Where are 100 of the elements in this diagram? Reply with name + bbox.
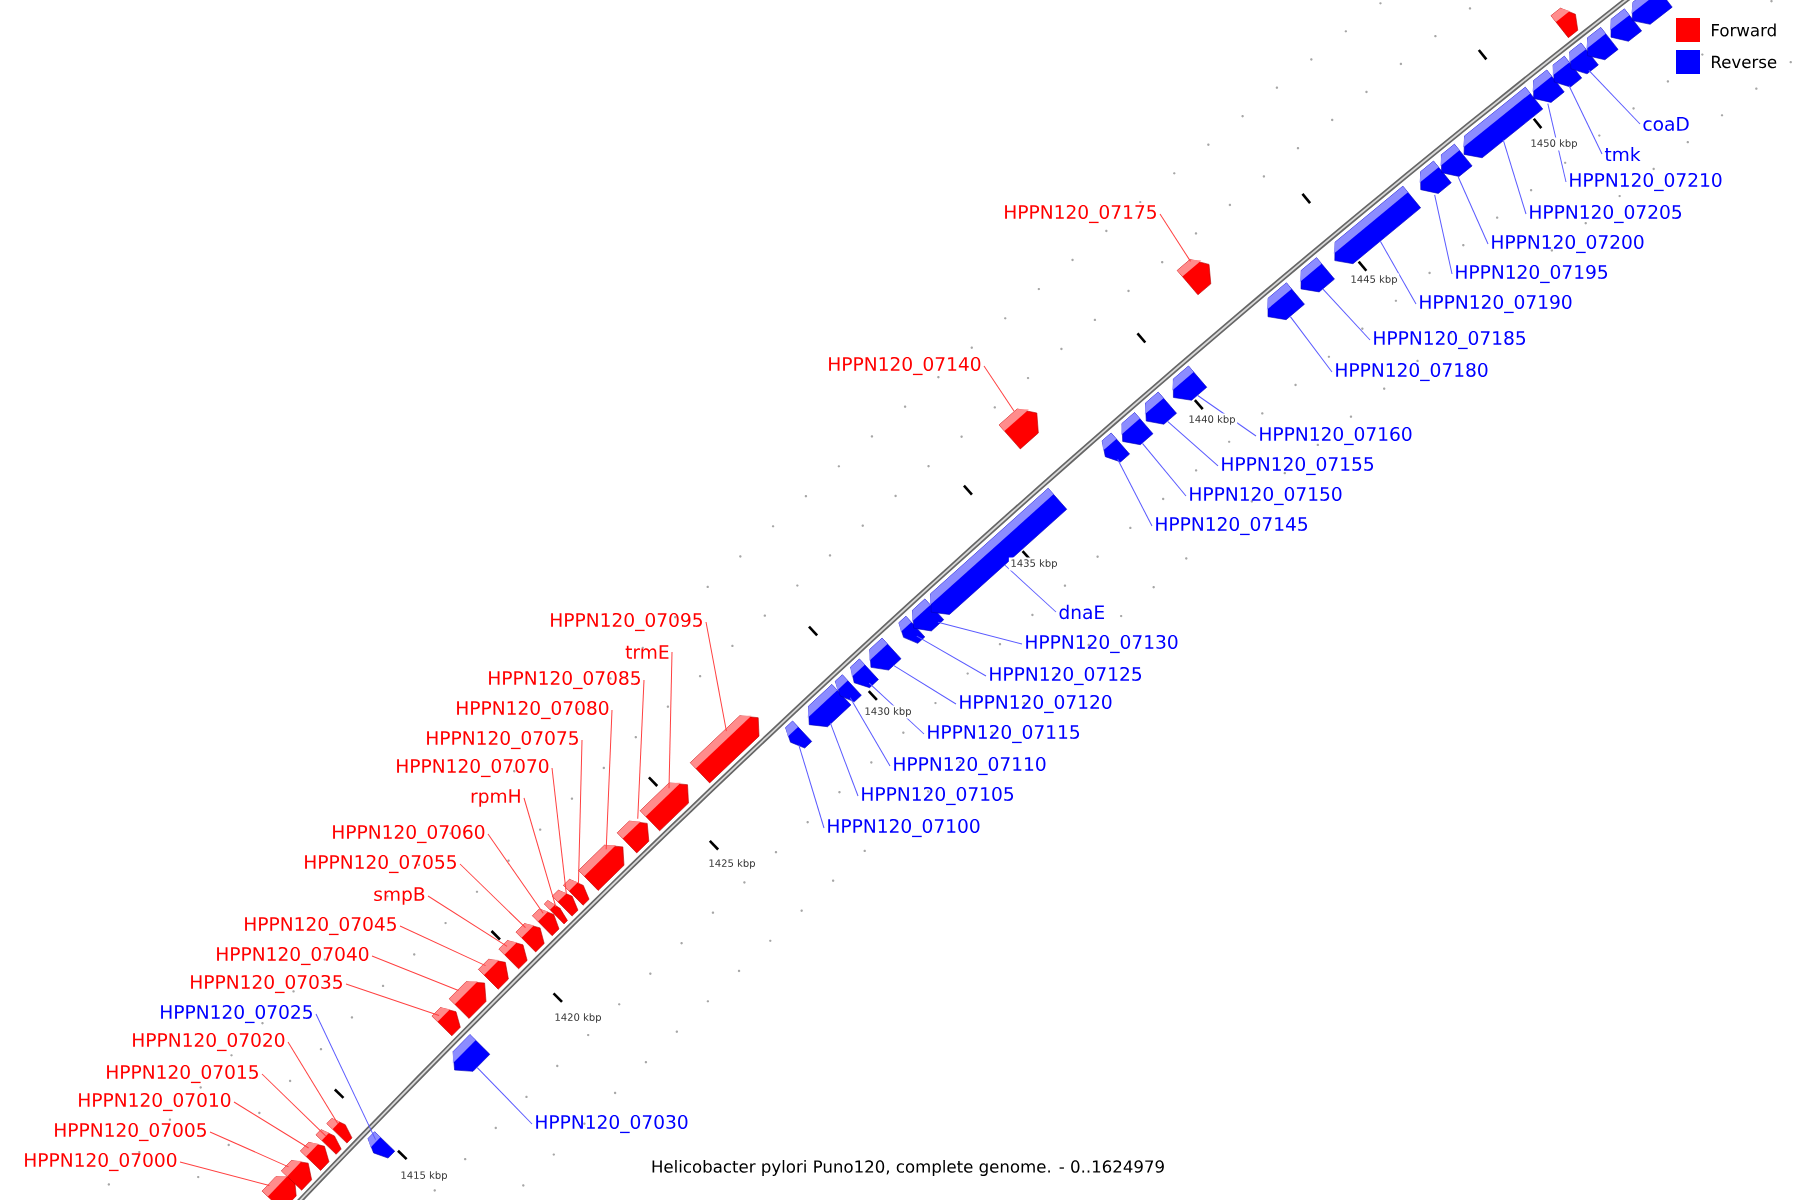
leader-line	[983, 365, 1015, 412]
leader-line	[798, 744, 825, 829]
gene-label: HPPN120_07055	[305, 854, 456, 874]
leader-line	[487, 833, 544, 914]
gene-block	[1144, 391, 1177, 425]
leader-line	[233, 1101, 310, 1149]
gene-block	[431, 1007, 461, 1037]
gene-label: HPPN120_07155	[1222, 456, 1374, 476]
leader-line	[209, 1131, 290, 1168]
gene-block	[281, 1160, 312, 1191]
gene-label: HPPN120_07035	[191, 974, 342, 994]
gene-label: HPPN120_07190	[1420, 294, 1572, 314]
gene-label: HPPN120_07100	[828, 818, 980, 838]
gene-label: HPPN120_07095	[551, 612, 702, 632]
gene-label: HPPN120_07130	[1026, 634, 1178, 654]
leader-line	[1379, 240, 1417, 305]
gene-block	[1176, 259, 1212, 296]
gene-block	[1550, 7, 1579, 38]
gene-block	[498, 940, 528, 970]
leader-line	[849, 697, 891, 767]
gene-block	[578, 844, 625, 891]
gene-label: trmE	[625, 645, 669, 659]
leader-line	[668, 651, 673, 789]
gene-block	[1631, 0, 1673, 25]
gene-label: HPPN120_07085	[489, 670, 640, 690]
gene-label: HPPN120_07145	[1156, 516, 1308, 536]
leader-line	[1457, 176, 1489, 245]
gene-block	[326, 1118, 353, 1144]
gene-label: HPPN120_07195	[1456, 264, 1608, 284]
leader-line	[705, 621, 727, 732]
gene-block	[1299, 257, 1335, 293]
legend-label: Forward	[1712, 23, 1776, 37]
gene-label: HPPN120_07200	[1492, 234, 1644, 254]
gene-block	[690, 715, 760, 784]
gene-block	[1266, 282, 1305, 320]
gene-label: HPPN120_07030	[536, 1114, 688, 1134]
gene-label: HPPN120_07110	[894, 756, 1046, 776]
leader-line	[371, 955, 459, 991]
gene-label: HPPN120_07175	[1005, 204, 1156, 224]
gene-label: HPPN120_07005	[55, 1122, 206, 1142]
leader-line	[577, 739, 583, 884]
leader-line	[287, 1041, 339, 1125]
gene-block	[261, 1176, 297, 1200]
leader-line	[1588, 69, 1641, 125]
gene-block	[515, 923, 545, 953]
leader-line	[916, 635, 987, 677]
gene-label: HPPN120_07205	[1530, 204, 1682, 224]
leader-line	[459, 863, 526, 929]
leader-line	[893, 664, 957, 705]
gene-label: HPPN120_07115	[928, 724, 1080, 744]
leader-line	[1167, 420, 1219, 467]
caption: Helicobacter pylori Puno120, complete genome. - 0..1624979	[652, 1159, 1164, 1177]
gene-label: HPPN120_07000	[25, 1152, 177, 1172]
gene-label: HPPN120_07150	[1190, 486, 1342, 506]
gene-block	[300, 1142, 330, 1171]
gene-label: smpB	[374, 887, 425, 905]
gene-label: HPPN120_07140	[829, 356, 981, 376]
gene-block	[1172, 365, 1208, 401]
gene-block	[563, 879, 590, 906]
leader-line	[1568, 85, 1603, 155]
leader-line	[345, 983, 440, 1017]
gene-block	[448, 981, 487, 1019]
gene-label: HPPN120_07010	[79, 1092, 231, 1112]
gene-label: HPPN120_07160	[1260, 426, 1412, 446]
leader-line	[1117, 458, 1153, 527]
leader-line	[1004, 564, 1057, 613]
gene-label: HPPN120_07105	[862, 786, 1014, 806]
legend-label: Reverse	[1712, 55, 1777, 69]
gene-label: HPPN120_07210	[1570, 172, 1722, 192]
leader-line	[1159, 213, 1191, 262]
leader-line	[1322, 288, 1371, 341]
gene-label: coaD	[1643, 117, 1689, 131]
gene-label: HPPN120_07125	[990, 666, 1142, 686]
gene-block	[998, 408, 1039, 450]
leader-line	[829, 722, 859, 797]
leader-line	[1502, 139, 1527, 215]
leader-line	[315, 1013, 377, 1141]
gene-label: HPPN120_07045	[245, 916, 396, 936]
gene-label: rpmH	[471, 789, 520, 807]
gene-label: tmk	[1604, 146, 1641, 162]
leader-line	[1434, 194, 1453, 275]
leader-line	[1289, 316, 1333, 373]
gene-block	[1333, 185, 1421, 264]
gene-block	[869, 637, 902, 671]
leader-line	[937, 621, 1023, 645]
gene-label: HPPN120_07040	[217, 946, 369, 966]
gene-block	[478, 958, 509, 990]
gene-label: HPPN120_07015	[107, 1064, 258, 1084]
leader-line	[637, 679, 645, 820]
leader-line	[476, 1067, 533, 1125]
leader-line	[179, 1161, 270, 1186]
leader-line	[427, 895, 508, 947]
leader-line	[605, 709, 613, 850]
gene-label: HPPN120_07185	[1374, 330, 1526, 350]
gene-label: HPPN120_07060	[333, 824, 485, 844]
leader-line	[399, 925, 487, 967]
gene-block	[616, 820, 650, 854]
gene-label: HPPN120_07080	[457, 700, 609, 720]
gene-block	[639, 782, 689, 832]
leader-line	[1141, 442, 1187, 497]
